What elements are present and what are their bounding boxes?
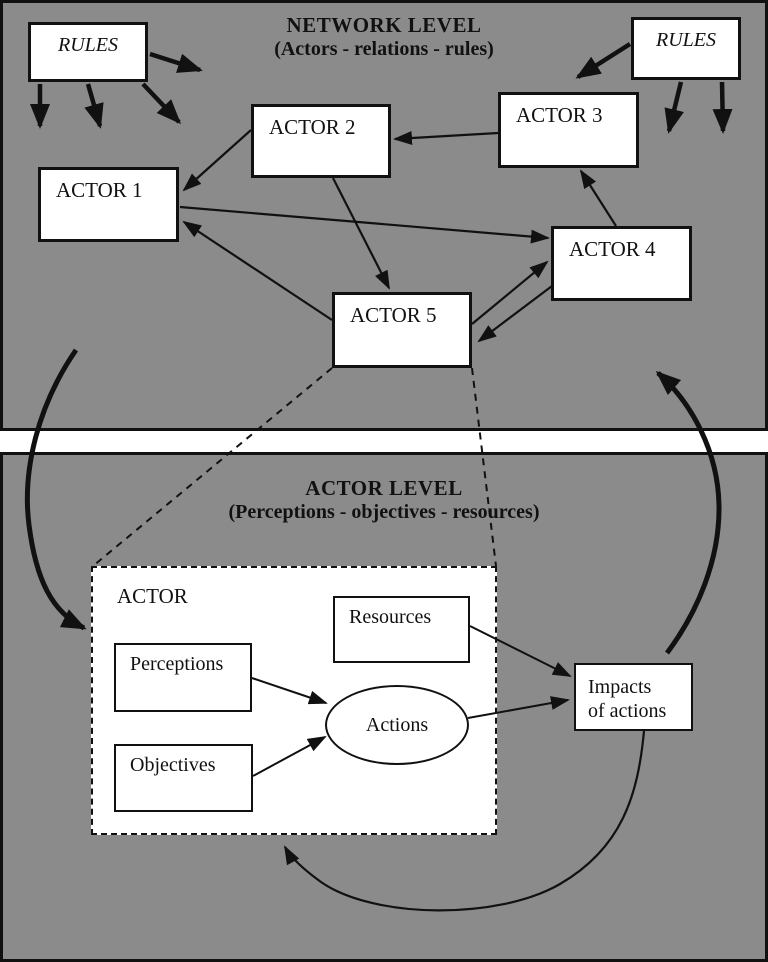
actor4-label: ACTOR 4 (569, 237, 656, 261)
rules-box-right: RULES (631, 17, 741, 80)
objectives-box: Objectives (114, 744, 253, 812)
actor2-box: ACTOR 2 (251, 104, 391, 178)
resources-box: Resources (333, 596, 470, 663)
actor3-box: ACTOR 3 (498, 92, 639, 168)
network-level-subtitle: (Actors - relations - rules) (274, 38, 494, 60)
network-level-title: NETWORK LEVEL (286, 13, 482, 37)
actor3-label: ACTOR 3 (516, 103, 603, 127)
objectives-label: Objectives (130, 754, 216, 776)
actor-level-subtitle: (Perceptions - objectives - resources) (228, 501, 540, 523)
actor5-box: ACTOR 5 (332, 292, 472, 368)
resources-label: Resources (349, 606, 432, 628)
rules-right-label: RULES (656, 29, 716, 51)
impacts-label-line1: Impacts (588, 676, 652, 698)
actor2-label: ACTOR 2 (269, 115, 356, 139)
actor-level-title-block: ACTOR LEVEL (Perceptions - objectives - … (0, 476, 768, 524)
network-level-title-block: NETWORK LEVEL (Actors - relations - rule… (0, 13, 768, 61)
actor1-label: ACTOR 1 (56, 178, 143, 202)
impacts-box: Impacts of actions (574, 663, 693, 731)
perceptions-box: Perceptions (114, 643, 252, 712)
rules-left-label: RULES (58, 34, 118, 56)
actor5-label: ACTOR 5 (350, 303, 437, 327)
perceptions-label: Perceptions (130, 653, 224, 675)
actor4-box: ACTOR 4 (551, 226, 692, 301)
actions-label: Actions (365, 713, 429, 736)
actor1-box: ACTOR 1 (38, 167, 179, 242)
actor-level-title: ACTOR LEVEL (305, 476, 463, 500)
rules-box-left: RULES (28, 22, 148, 82)
actor-detail-label: ACTOR (117, 584, 188, 608)
impacts-label-line2: of actions (588, 700, 667, 722)
actions-ellipse: Actions (325, 685, 469, 765)
